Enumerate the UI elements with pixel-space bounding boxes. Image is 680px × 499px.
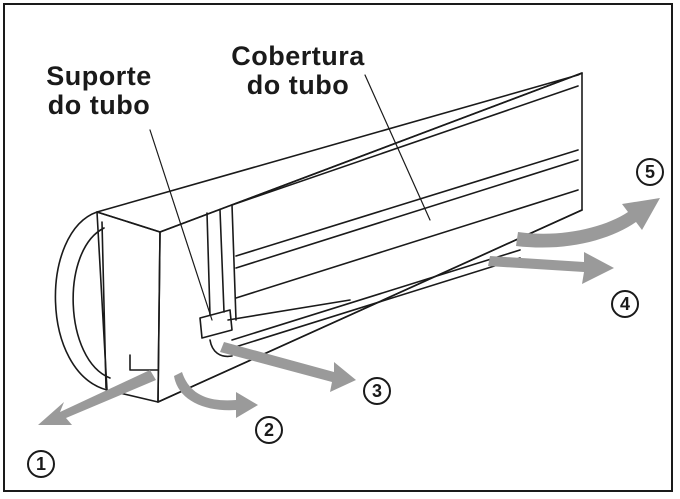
outlet-number-3: 3 bbox=[363, 377, 391, 405]
outlet-number-4: 4 bbox=[611, 290, 639, 318]
arrow-5 bbox=[516, 198, 660, 248]
pipe-support-label-line1: Suporte bbox=[46, 61, 152, 91]
pipe-cover-panel bbox=[231, 85, 579, 206]
arrow-3 bbox=[220, 342, 356, 392]
arrow-1 bbox=[38, 370, 156, 425]
pipe-cover-label: Cobertura do tubo bbox=[208, 42, 388, 100]
diagram-frame bbox=[3, 3, 673, 492]
arrow-4 bbox=[488, 252, 614, 284]
pipe-support-leader bbox=[149, 129, 213, 321]
outlet-number-2: 2 bbox=[255, 416, 283, 444]
pipe-cover-label-line1: Cobertura bbox=[231, 41, 365, 71]
unit-end-cap bbox=[54, 211, 108, 391]
outlet-number-1: 1 bbox=[27, 450, 55, 478]
pipe-support-label: Suporte do tubo bbox=[24, 62, 174, 120]
pipe-support-bracket bbox=[206, 209, 225, 316]
pipe-support-label-line2: do tubo bbox=[47, 90, 151, 120]
outlet-number-5: 5 bbox=[636, 158, 664, 186]
pipe-cover-leader bbox=[364, 74, 431, 221]
pipe-cover-label-line2: do tubo bbox=[246, 70, 350, 100]
arrow-2 bbox=[174, 372, 258, 418]
